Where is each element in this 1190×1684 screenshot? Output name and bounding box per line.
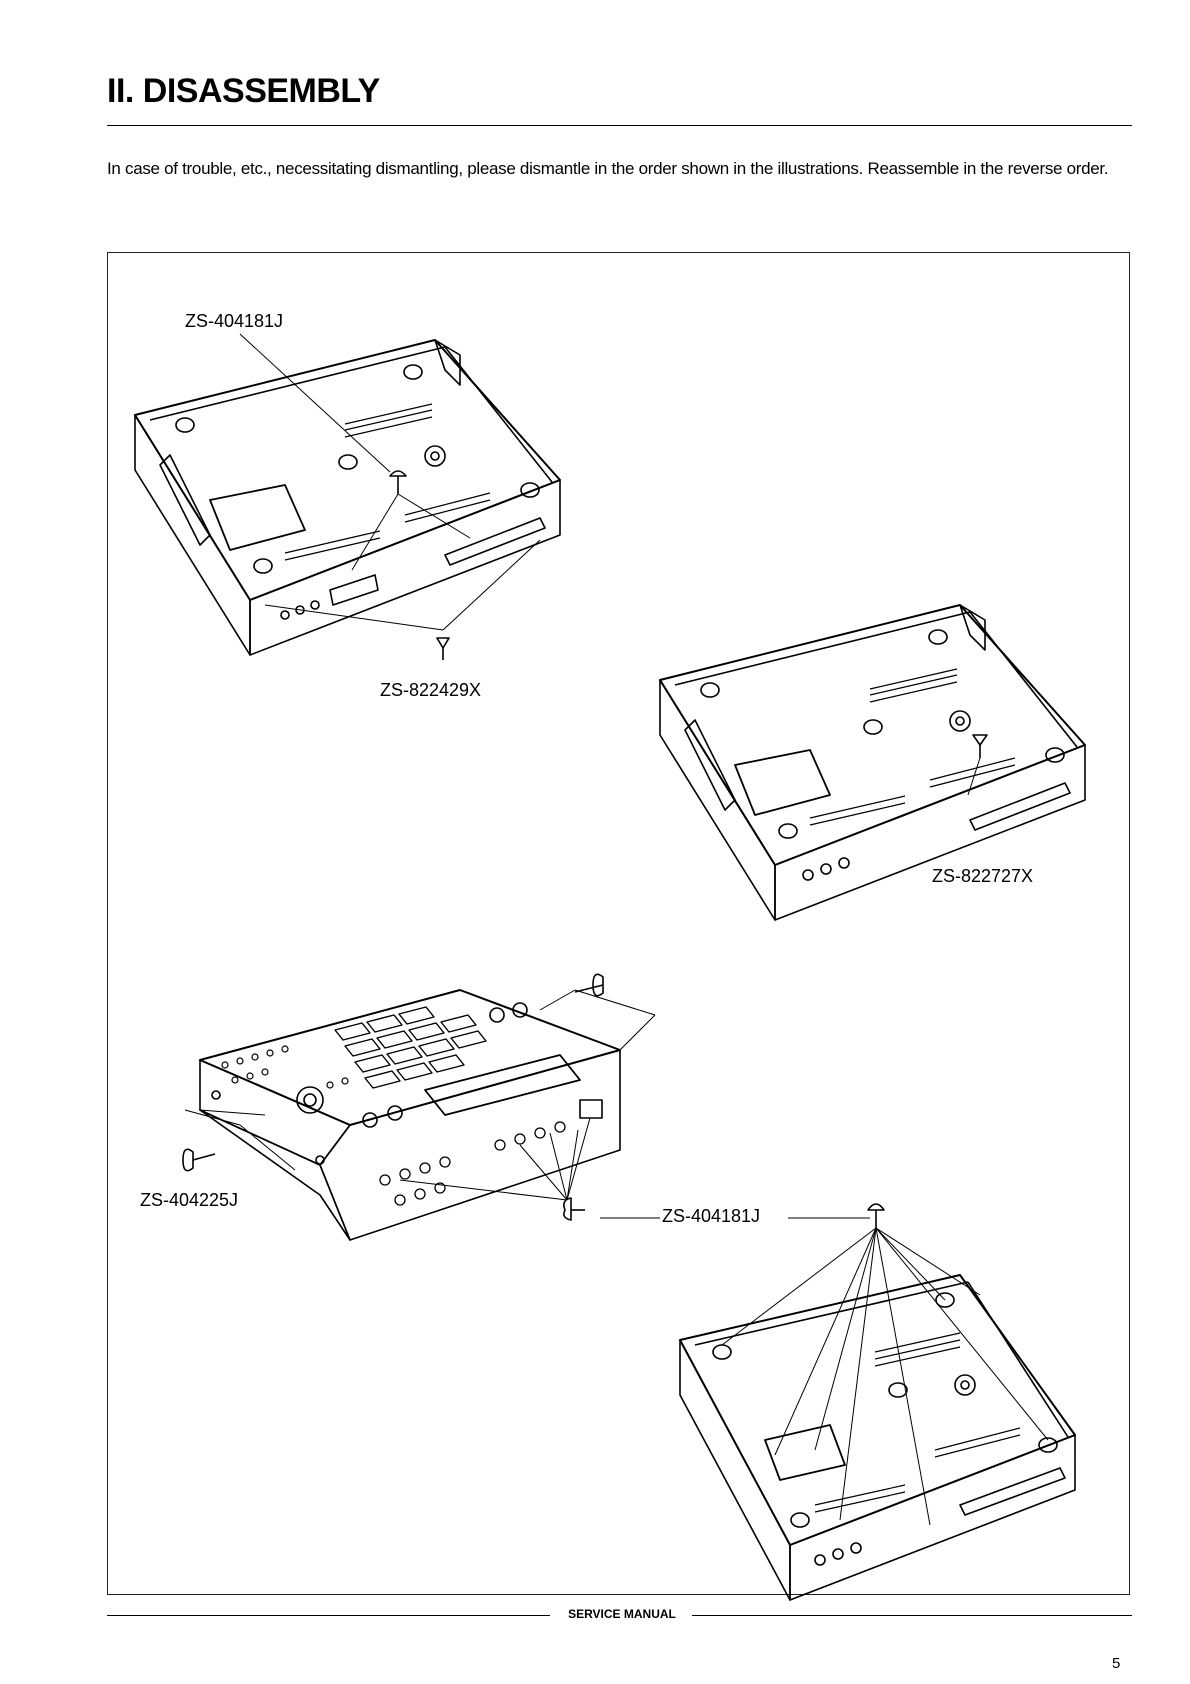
part-label-zs-404181j-bottom: ZS-404181J: [662, 1206, 760, 1227]
unit-bottom-view-3: [680, 1228, 1075, 1600]
unit-bottom-view-1: [135, 334, 560, 660]
page-number: 5: [1112, 1655, 1120, 1672]
footer-text: SERVICE MANUAL: [557, 1607, 687, 1621]
part-label-zs-404225j: ZS-404225J: [140, 1190, 238, 1211]
part-label-zs-822429x: ZS-822429X: [380, 680, 481, 701]
page-footer: SERVICE MANUAL: [107, 1605, 1132, 1625]
part-label-zs-822727x: ZS-822727X: [932, 866, 1033, 887]
footer-rule-left: [107, 1615, 550, 1616]
unit-top-view: [183, 974, 884, 1240]
part-label-zs-404181j-top: ZS-404181J: [185, 311, 283, 332]
footer-rule-right: [692, 1615, 1132, 1616]
